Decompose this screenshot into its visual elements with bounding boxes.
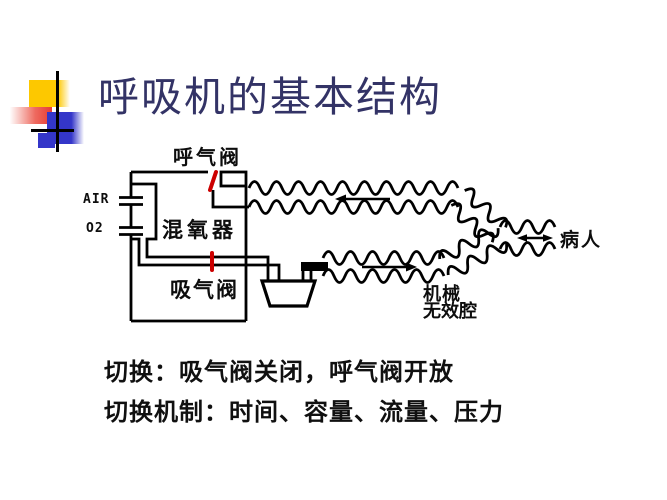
deco-yellow-square	[29, 80, 70, 107]
y-piece-lower-branch	[438, 227, 509, 276]
valve-tube-connector	[211, 190, 249, 209]
y-lower-wall-a	[438, 227, 500, 260]
note-switching: 切换：吸气阀关闭，呼气阀开放	[104, 359, 454, 386]
inspiratory-tube-bottom-wall	[321, 268, 446, 284]
expiratory-tube-bottom-wall	[247, 199, 460, 215]
mixer-outlet-pipe	[131, 237, 281, 281]
inspiratory-flow-arrow-right-icon	[406, 262, 417, 272]
slide-title: 呼吸机的基本结构	[98, 74, 442, 120]
deco-red-square	[10, 107, 52, 124]
deco-blue-small-square	[38, 133, 55, 148]
mixer-chamber-wall	[131, 182, 270, 281]
exhalation-valve-marker	[208, 170, 218, 192]
gas-inlet-symbols	[119, 196, 143, 236]
label-dead-space-2: 无效腔	[423, 301, 477, 321]
label-inhalation-valve: 吸气阀	[170, 279, 239, 302]
patient-tube-bottom-wall	[498, 241, 557, 257]
y-piece-upper-branch	[450, 187, 509, 243]
inspiratory-tube-top-wall	[321, 250, 446, 266]
label-air-inlet: AIR	[83, 192, 110, 207]
label-exhalation-valve: 呼气阀	[173, 147, 242, 169]
deco-horizontal-line	[31, 129, 74, 132]
y-upper-wall-b	[450, 202, 495, 243]
expiratory-flow-arrow-left-icon	[335, 194, 346, 204]
deco-vertical-line	[56, 71, 59, 152]
label-dead-space-1: 机械	[423, 284, 461, 304]
patient-flow-arrow-left-icon	[517, 234, 527, 242]
exhalation-valve-box	[219, 170, 248, 188]
label-patient: 病人	[560, 230, 603, 251]
humidifier-body	[259, 279, 318, 308]
label-oxygen-inlet: O2	[86, 221, 104, 236]
humidifier-outlet-bar	[301, 262, 328, 271]
y-upper-wall-a	[464, 187, 509, 228]
note-switching-mechanism: 切换机制：时间、容量、流量、压力	[104, 399, 504, 426]
patient-flow-arrow-right-icon	[543, 234, 553, 242]
patient-tube-top-wall	[498, 219, 557, 235]
y-lower-wall-b	[446, 243, 509, 276]
expiratory-tube-top-wall	[247, 180, 460, 196]
label-mixer: 混氧器	[162, 219, 237, 242]
